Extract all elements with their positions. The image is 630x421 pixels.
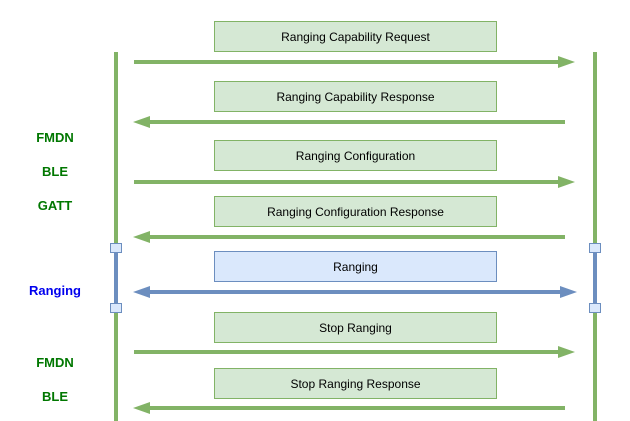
arrowhead-left-icon <box>133 402 150 414</box>
message-arrow-line <box>134 60 558 64</box>
arrowhead-right-icon <box>558 56 575 68</box>
message-arrow-line <box>134 180 558 184</box>
message-box: Ranging Capability Request <box>214 21 497 52</box>
message-box: Ranging <box>214 251 497 282</box>
arrowhead-left-icon <box>133 116 150 128</box>
activation-node-left-bottom <box>109 303 122 313</box>
section-label-line: BLE <box>42 164 68 179</box>
activation-node-left-top <box>109 243 122 253</box>
arrowhead-left-icon <box>133 286 150 298</box>
message-label: Ranging <box>333 259 378 274</box>
message-box: Ranging Configuration Response <box>214 196 497 227</box>
message-arrow-line <box>134 350 558 354</box>
message-label: Stop Ranging <box>319 320 392 335</box>
message-box: Stop Ranging <box>214 312 497 343</box>
lifeline-left-gatt-top <box>113 52 118 244</box>
lifeline-left-gatt-bottom <box>113 306 118 421</box>
lifeline-right-gatt-bottom <box>593 306 597 421</box>
section-label-line: BLE <box>42 389 68 404</box>
message-label: Ranging Configuration <box>295 148 416 163</box>
section-label-ranging: Ranging <box>0 265 110 316</box>
lifeline-right-gatt-top <box>593 52 597 244</box>
section-label-line: FMDN <box>36 130 74 145</box>
message-box: Ranging Capability Response <box>214 81 497 112</box>
section-label-fmdn-ble-gatt-bottom: FMDN BLE GATT <box>0 337 110 421</box>
message-label: Ranging Capability Request <box>281 29 430 44</box>
section-label-fmdn-ble-gatt-top: FMDN BLE GATT <box>0 112 110 231</box>
lifeline-right-ranging <box>593 247 597 307</box>
message-arrow-line <box>150 120 565 124</box>
arrowhead-right-icon <box>558 176 575 188</box>
section-label-line: FMDN <box>36 355 74 370</box>
message-box: Ranging Configuration <box>214 140 497 171</box>
section-label-line: Ranging <box>29 283 81 298</box>
arrowhead-right-icon <box>558 346 575 358</box>
activation-node-right-bottom <box>589 303 601 313</box>
message-arrow-line <box>150 235 565 239</box>
activation-node-right-top <box>589 243 601 253</box>
arrowhead-left-icon <box>133 231 150 243</box>
lifeline-left-ranging <box>113 247 118 307</box>
section-label-line: GATT <box>37 198 73 213</box>
message-label: Stop Ranging Response <box>290 376 421 391</box>
arrowhead-right-icon <box>560 286 577 298</box>
message-box: Stop Ranging Response <box>214 368 497 399</box>
message-arrow-line <box>150 406 565 410</box>
message-label: Ranging Capability Response <box>276 89 435 104</box>
message-label: Ranging Configuration Response <box>267 204 444 219</box>
message-arrow-line <box>150 290 560 294</box>
